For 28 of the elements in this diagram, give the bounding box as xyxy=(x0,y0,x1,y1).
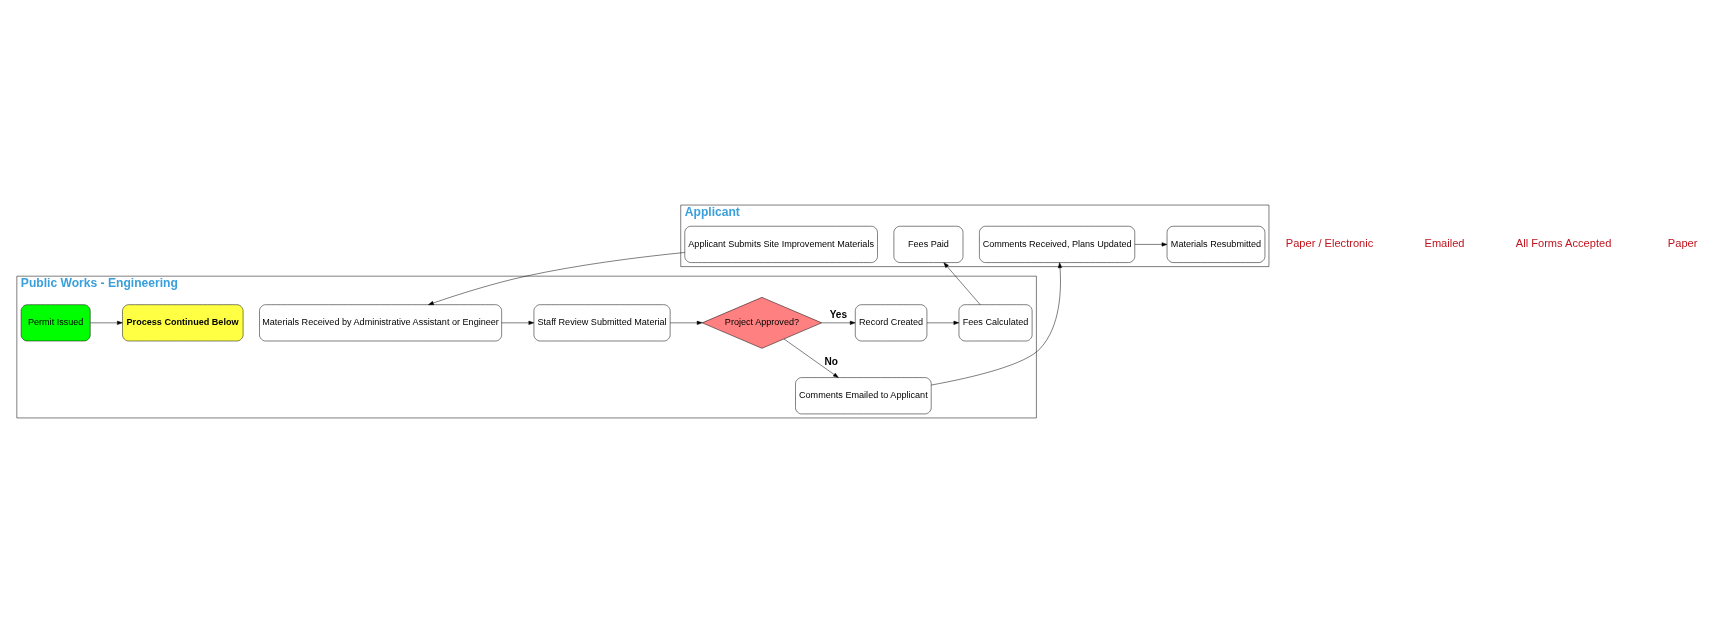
label: Emailed xyxy=(1424,237,1465,250)
node-box: Record Created xyxy=(855,304,928,342)
arrow xyxy=(930,262,1062,386)
node-diamond: Project Approved? xyxy=(701,297,822,349)
node-box: Applicant Submits Site Improvement Materials xyxy=(684,226,878,263)
node-box: Fees Calculated xyxy=(958,304,1033,342)
arrow xyxy=(783,338,839,378)
node-box: Process Continued Below xyxy=(122,304,244,342)
edge-label: No xyxy=(824,355,838,367)
arrow xyxy=(821,320,856,325)
label: All Forms Accepted xyxy=(1515,237,1612,250)
label: Paper xyxy=(1667,237,1698,250)
arrow xyxy=(926,320,960,325)
arrow xyxy=(90,320,123,325)
node-box: Staff Review Submitted Material xyxy=(533,304,671,342)
node-box: Materials Resubmitted xyxy=(1166,226,1266,263)
arrow xyxy=(943,262,981,305)
label: Paper / Electronic xyxy=(1285,237,1374,250)
arrow xyxy=(670,320,703,325)
arrow xyxy=(501,320,535,325)
node-box: Comments Received, Plans Updated xyxy=(979,226,1135,263)
arrow xyxy=(428,252,685,305)
node-box: Materials Received by Administrative Assistant or Engineer xyxy=(259,304,502,342)
arrow xyxy=(1134,242,1168,247)
node-box: Comments Emailed to Applicant xyxy=(795,377,932,415)
node-box: Permit Issued xyxy=(20,304,91,342)
edge-label: Yes xyxy=(829,308,848,320)
node-box: Fees Paid xyxy=(893,226,964,263)
